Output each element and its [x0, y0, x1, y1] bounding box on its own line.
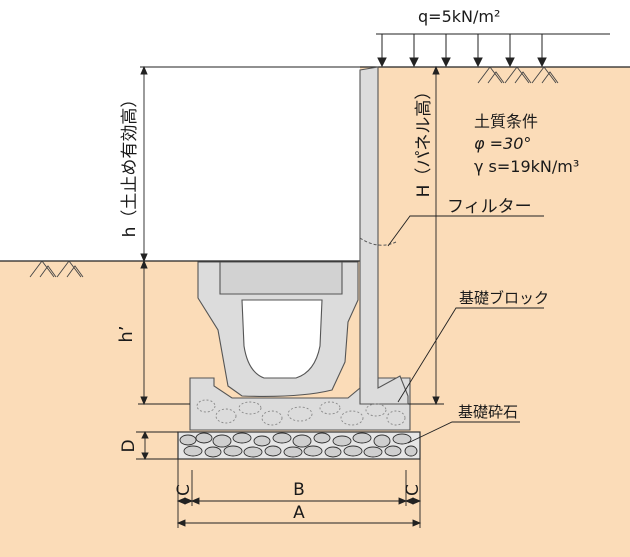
concrete-structure: [189, 66, 411, 431]
u-channel-lip: [219, 261, 343, 295]
ground-hatch-lower-icon: [29, 260, 84, 278]
callout-foundation-block: 基礎ブロック: [459, 289, 549, 307]
soil-conditions: 土質条件 φ =30° γ s=19kN/m³: [474, 112, 579, 176]
soil-conditions-title: 土質条件: [474, 112, 538, 131]
callout-filter: フィルター: [447, 197, 532, 217]
load-label: q=5kN/m²: [418, 7, 500, 26]
callout-leaders: [387, 215, 544, 444]
dim-label-B: B: [293, 480, 305, 500]
ground-hatch-upper-icon: [477, 66, 559, 84]
dim-label-C-right: C: [403, 484, 423, 496]
callout-foundation-gravel: 基礎砕石: [458, 403, 518, 421]
ground-lines: [0, 66, 630, 262]
dim-label-A: A: [293, 503, 305, 523]
soil-conditions-phi: φ =30°: [474, 134, 531, 153]
dim-label-h-prime: h’: [116, 325, 137, 342]
crushed-stone-layer: [177, 431, 421, 460]
dim-label-h: h（土止め有効高）: [120, 91, 140, 238]
surcharge-load: q=5kN/m²: [376, 7, 610, 68]
u-channel-opening: [241, 299, 323, 379]
gravel-dashed-pattern: [196, 399, 406, 426]
wall-panel: [359, 66, 409, 405]
dim-label-D: D: [119, 439, 139, 452]
dim-label-C-left: C: [174, 484, 194, 496]
dimension-lines: [136, 65, 444, 528]
soil-upper-right: [360, 67, 630, 262]
dim-label-H: H（パネル高）: [414, 83, 434, 198]
soil-conditions-gamma: γ s=19kN/m³: [474, 157, 579, 176]
